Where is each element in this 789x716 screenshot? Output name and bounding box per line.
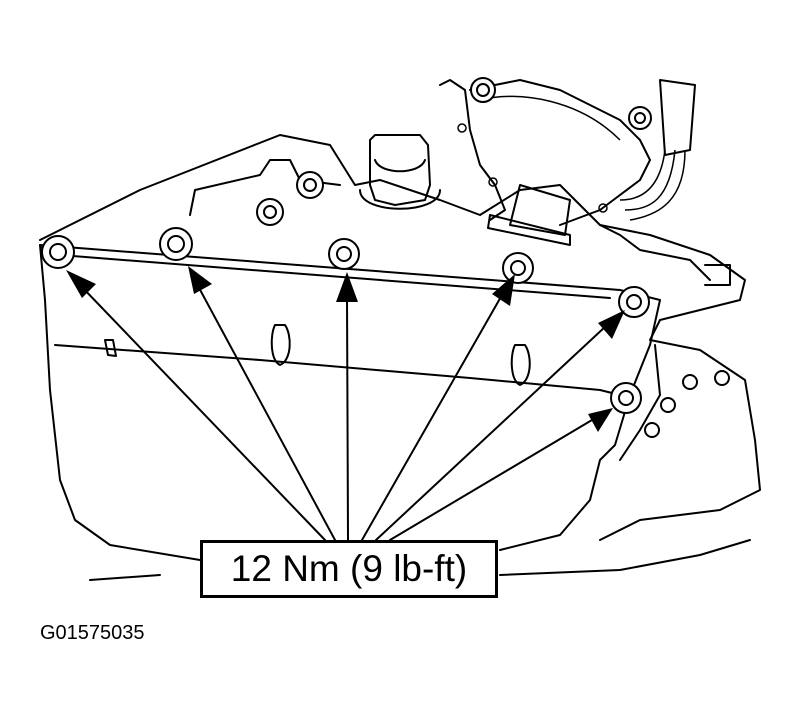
background-bolts bbox=[256, 77, 730, 438]
wiring-connector bbox=[487, 79, 696, 246]
pan-bolts bbox=[41, 227, 650, 414]
pointer-arrow-icon bbox=[66, 270, 326, 541]
pan-bolt-icon bbox=[159, 227, 193, 261]
pan-bolt-icon bbox=[610, 382, 642, 414]
pan-bolt-icon bbox=[41, 235, 75, 269]
sensor-boss bbox=[359, 134, 441, 210]
pointer-arrow-icon bbox=[375, 310, 625, 541]
pointer-arrow-icon bbox=[188, 266, 336, 541]
figure-id: G01575035 bbox=[40, 622, 145, 644]
pan-bolt-icon bbox=[328, 238, 360, 270]
pointer-arrow-icon bbox=[361, 274, 515, 541]
housing-outline bbox=[39, 79, 761, 581]
pointer-arrow-icon bbox=[336, 272, 358, 541]
pointer-arrows bbox=[66, 266, 625, 541]
pan-bolt-icon bbox=[502, 252, 534, 284]
pan-bolt-icon bbox=[618, 286, 650, 318]
torque-spec-callout: 12 Nm (9 lb-ft) bbox=[200, 540, 498, 598]
pointer-arrow-icon bbox=[389, 408, 613, 541]
